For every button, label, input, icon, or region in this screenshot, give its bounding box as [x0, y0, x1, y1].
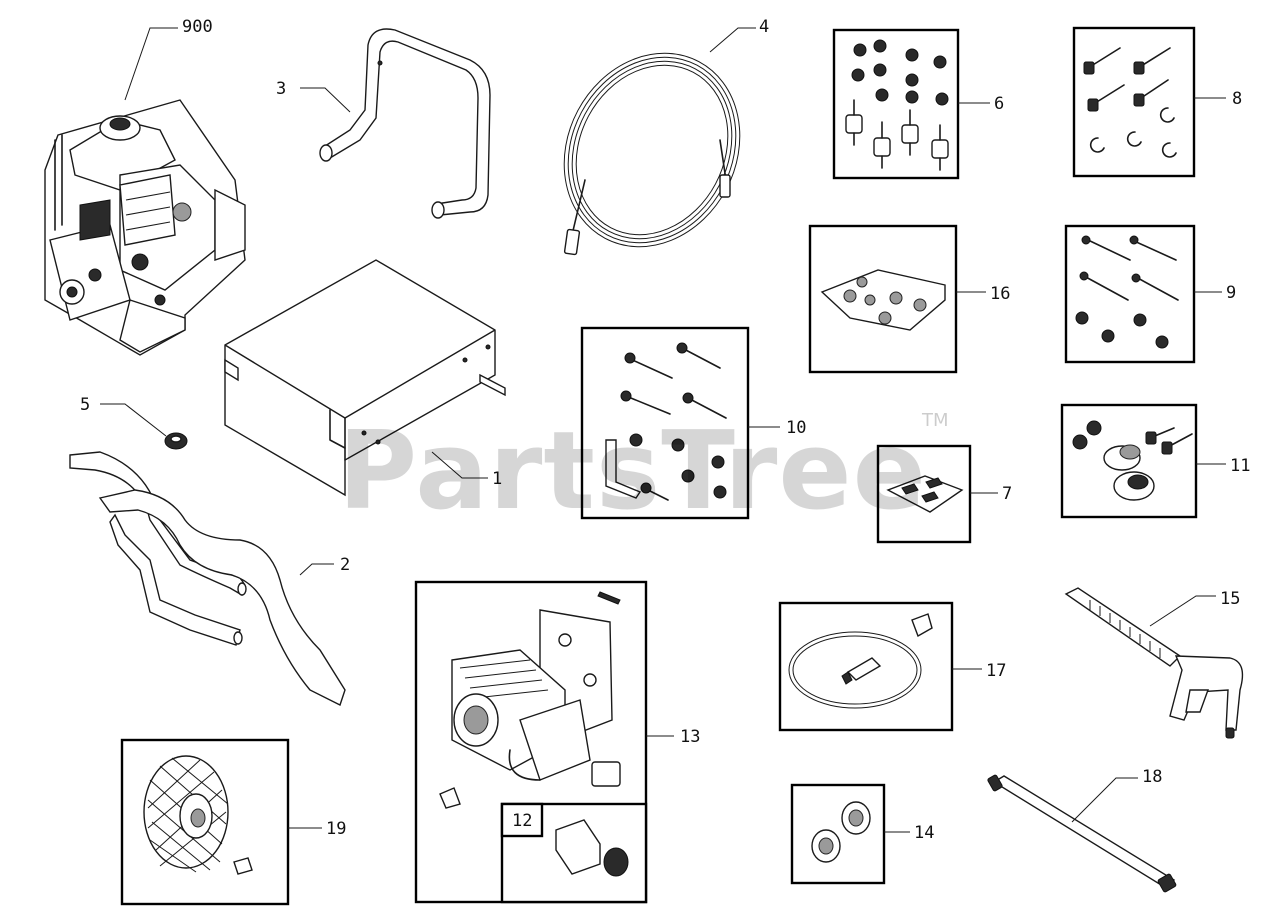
callout-19: 19 — [326, 819, 346, 839]
callout-900: 900 — [182, 17, 213, 37]
part-4-hose[interactable] — [531, 22, 773, 277]
part-1-base-frame[interactable] — [224, 259, 506, 497]
callout-4: 4 — [759, 17, 769, 37]
part-7-kit[interactable] — [876, 444, 972, 544]
callout-13: 13 — [680, 727, 700, 747]
part-16-bag-kit[interactable] — [808, 224, 958, 374]
callout-18: 18 — [1142, 767, 1162, 787]
callout-11: 11 — [1230, 456, 1250, 476]
callout-16: 16 — [990, 284, 1010, 304]
part-18-wand[interactable] — [987, 774, 1177, 893]
callout-2: 2 — [340, 555, 350, 575]
callout-3: 3 — [276, 79, 286, 99]
part-13-pump-assembly[interactable] — [414, 580, 648, 904]
callout-12: 12 — [512, 811, 532, 831]
callout-5: 5 — [80, 395, 90, 415]
part-9-bolt-kit[interactable] — [1064, 224, 1196, 364]
callout-17: 17 — [986, 661, 1006, 681]
part-15-spray-gun[interactable] — [1064, 587, 1244, 739]
callout-15: 15 — [1220, 589, 1240, 609]
callout-6: 6 — [994, 94, 1004, 114]
callout-7: 7 — [1002, 484, 1012, 504]
part-12-fitting-inset[interactable] — [500, 802, 648, 904]
part-14-kit[interactable] — [790, 783, 886, 885]
callout-9: 9 — [1226, 283, 1236, 303]
part-6-hardware-kit[interactable] — [832, 28, 960, 180]
callout-1: 1 — [492, 469, 502, 489]
part-19-wheel-kit[interactable] — [120, 738, 290, 906]
part-2-chassis[interactable] — [69, 451, 346, 706]
callout-10: 10 — [786, 418, 806, 438]
part-8-hardware-kit[interactable] — [1072, 26, 1196, 178]
part-10-bolt-kit[interactable] — [580, 326, 750, 520]
part-900-engine[interactable] — [44, 99, 246, 356]
callout-8: 8 — [1232, 89, 1242, 109]
part-3-handle[interactable] — [319, 28, 491, 219]
part-17-belt-kit[interactable] — [778, 601, 954, 732]
part-5-grommet[interactable] — [164, 432, 188, 450]
watermark-trademark: TM — [921, 410, 949, 431]
part-11-bearing-kit[interactable] — [1060, 403, 1198, 519]
watermark-text: PartsTree — [338, 409, 927, 534]
callout-14: 14 — [914, 823, 934, 843]
